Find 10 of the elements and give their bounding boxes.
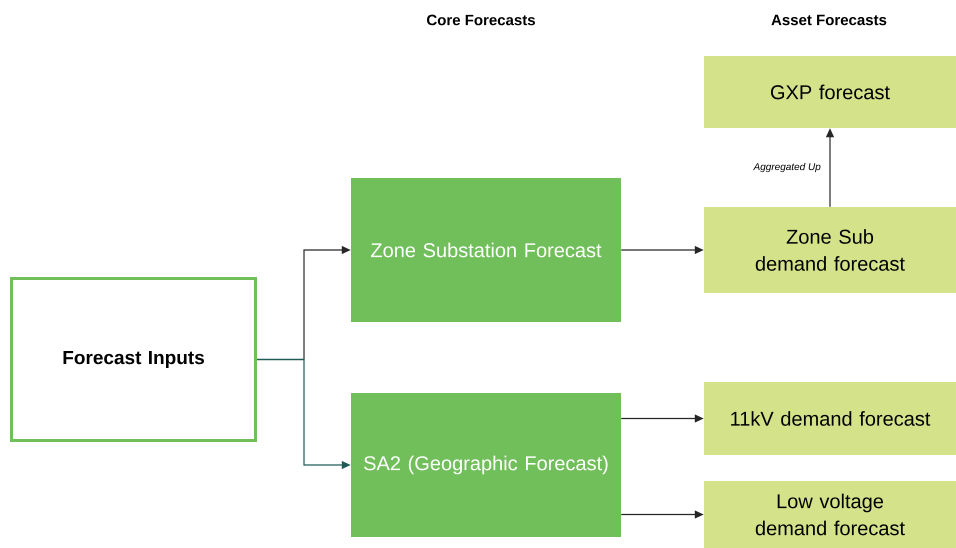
input-box: Forecast Inputs bbox=[10, 276, 257, 442]
edge-label: Aggregated Up bbox=[752, 162, 822, 174]
output-box: Low voltage demand forecast bbox=[704, 480, 956, 548]
process-box: SA2 (Geographic Forecast) bbox=[351, 392, 621, 537]
column-heading: Asset Forecasts bbox=[771, 14, 886, 26]
output-box: 11kV demand forecast bbox=[704, 382, 956, 455]
output-box: Zone Sub demand forecast bbox=[704, 206, 956, 293]
process-box: Zone Substation Forecast bbox=[351, 178, 621, 322]
column-heading: Core Forecasts bbox=[427, 14, 535, 26]
output-box: GXP forecast bbox=[704, 56, 956, 128]
